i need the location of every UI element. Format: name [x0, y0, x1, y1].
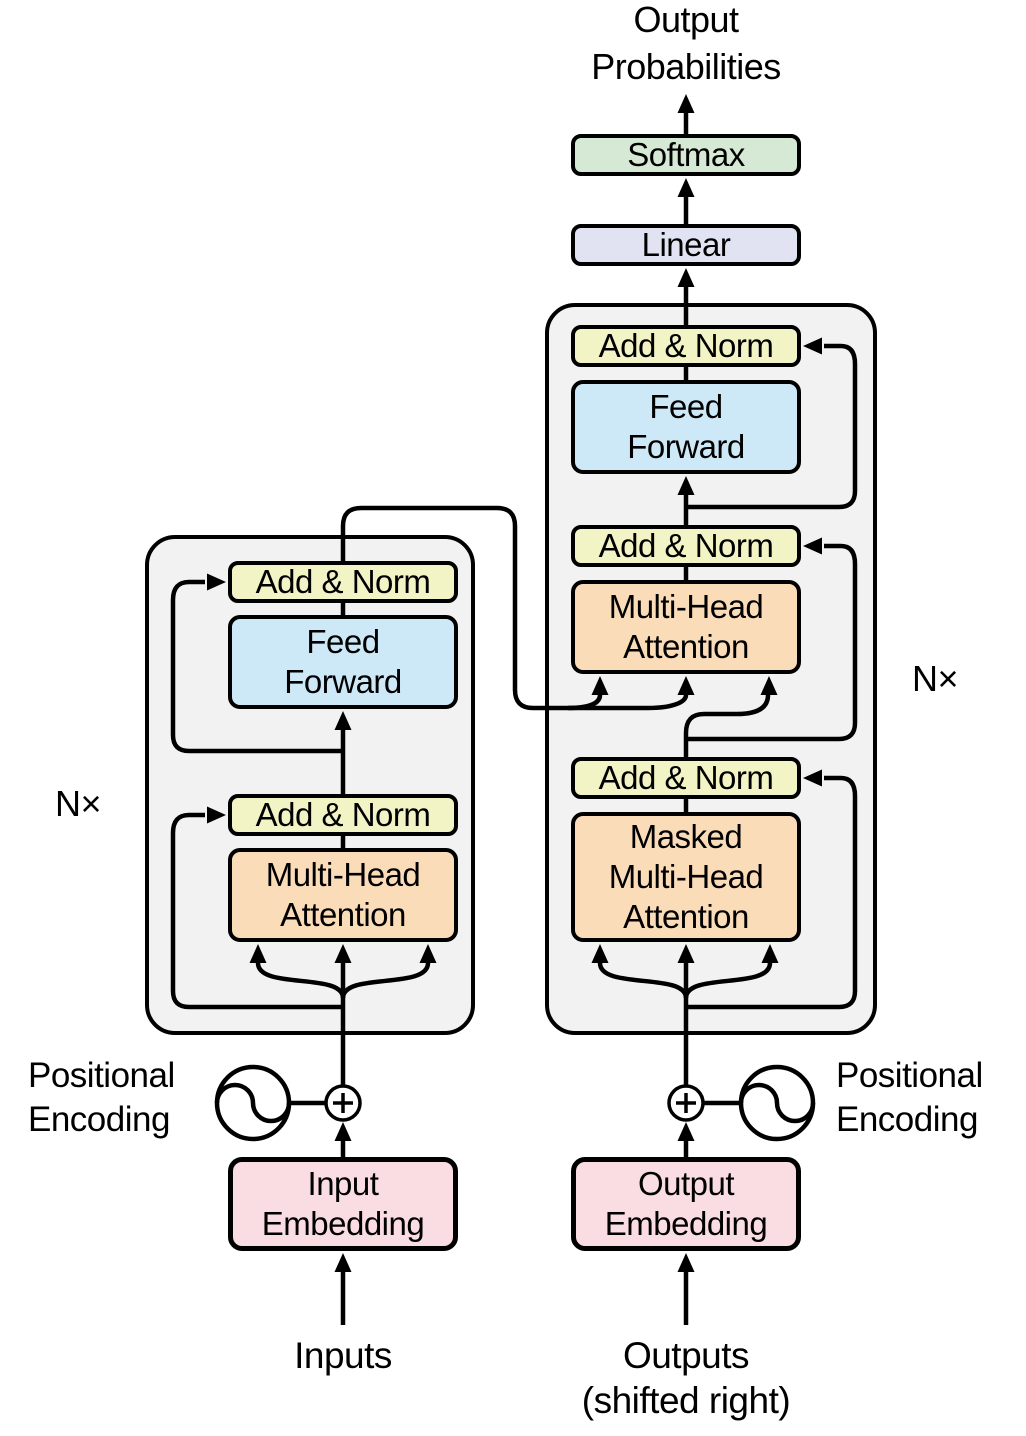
positional-encoding-right-icon	[667, 1064, 816, 1142]
arrowhead-icon	[591, 676, 609, 695]
arrowhead-icon	[677, 1122, 695, 1141]
arrowhead-icon	[419, 944, 437, 963]
decoder-add-norm-lower-box: Add & Norm	[571, 757, 801, 799]
masked-multi-head-attention-box: Masked Multi-Head Attention	[571, 812, 801, 942]
decoder-multi-head-attention-box: Multi-Head Attention	[571, 580, 801, 674]
encoder-add-norm-lower-box: Add & Norm	[228, 794, 458, 836]
arrowhead-icon	[334, 944, 352, 963]
encoder-to-decoder-connection	[340, 505, 689, 711]
arrowhead-icon	[207, 573, 226, 591]
plus-icon	[333, 1093, 353, 1113]
arrowhead-icon	[677, 676, 695, 695]
masked-mha-fan-right	[683, 962, 773, 999]
arrowhead-icon	[803, 337, 822, 355]
arrowhead-icon	[803, 537, 822, 555]
arrowhead-icon	[334, 1122, 352, 1141]
mha-fan-left	[255, 962, 346, 999]
arrowhead-icon	[677, 944, 695, 963]
softmax-box: Softmax	[571, 134, 801, 176]
arrowhead-icon	[677, 476, 695, 495]
linear-box: Linear	[571, 224, 801, 266]
arrowhead-icon	[591, 944, 609, 963]
decoder-add-norm-upper-box: Add & Norm	[571, 325, 801, 367]
arrowheads	[207, 94, 822, 1272]
positional-encoding-right-label: Positional Encoding	[836, 1056, 983, 1139]
residual-connection-lower	[170, 812, 343, 1010]
arrowhead-icon	[334, 1253, 352, 1272]
decoder-add-norm-middle-box: Add & Norm	[571, 525, 801, 567]
sine-wave-icon	[738, 1082, 816, 1124]
decoder-feed-forward-box: Feed Forward	[571, 380, 801, 474]
output-embedding-box: Output Embedding	[571, 1157, 801, 1251]
encoder-nx-label: N×	[54, 783, 102, 824]
arrowhead-icon	[334, 711, 352, 730]
encoder-add-norm-upper-box: Add & Norm	[228, 561, 458, 603]
arrowhead-icon	[249, 944, 267, 963]
decoder-nx-label: N×	[911, 658, 959, 699]
mha-fan-right	[340, 962, 431, 999]
sine-wave-icon	[214, 1082, 292, 1124]
decoder-wiring	[597, 113, 858, 1325]
input-embedding-box: Input Embedding	[228, 1157, 458, 1251]
positional-encoding-left-label: Positional Encoding	[28, 1056, 175, 1139]
arrowhead-icon	[761, 944, 779, 963]
positional-encoding-left-icon	[214, 1064, 362, 1142]
arrowhead-icon	[677, 268, 695, 287]
encoder-feed-forward-box: Feed Forward	[228, 615, 458, 709]
encoder-wiring	[170, 505, 689, 1325]
outputs-label: Outputs (shifted right)	[581, 1335, 791, 1421]
encoder-to-decoder-branch	[567, 694, 603, 711]
arrowhead-icon	[207, 806, 226, 824]
output-probabilities-label: Output Probabilities	[591, 0, 781, 87]
plus-icon	[676, 1093, 696, 1113]
arrowhead-icon	[803, 769, 822, 787]
arrowhead-icon	[760, 676, 778, 695]
arrowhead-icon	[677, 1253, 695, 1272]
residual-connection-upper	[170, 579, 343, 754]
query-line	[683, 694, 771, 759]
residual-connection-middle	[686, 543, 858, 742]
encoder-multi-head-attention-box: Multi-Head Attention	[228, 848, 458, 942]
masked-mha-fan-left	[597, 962, 689, 999]
arrowhead-icon	[677, 178, 695, 197]
residual-connection-top	[686, 343, 858, 510]
inputs-label: Inputs	[294, 1335, 392, 1376]
residual-connection-bottom	[686, 775, 858, 1010]
arrowhead-icon	[677, 94, 695, 113]
